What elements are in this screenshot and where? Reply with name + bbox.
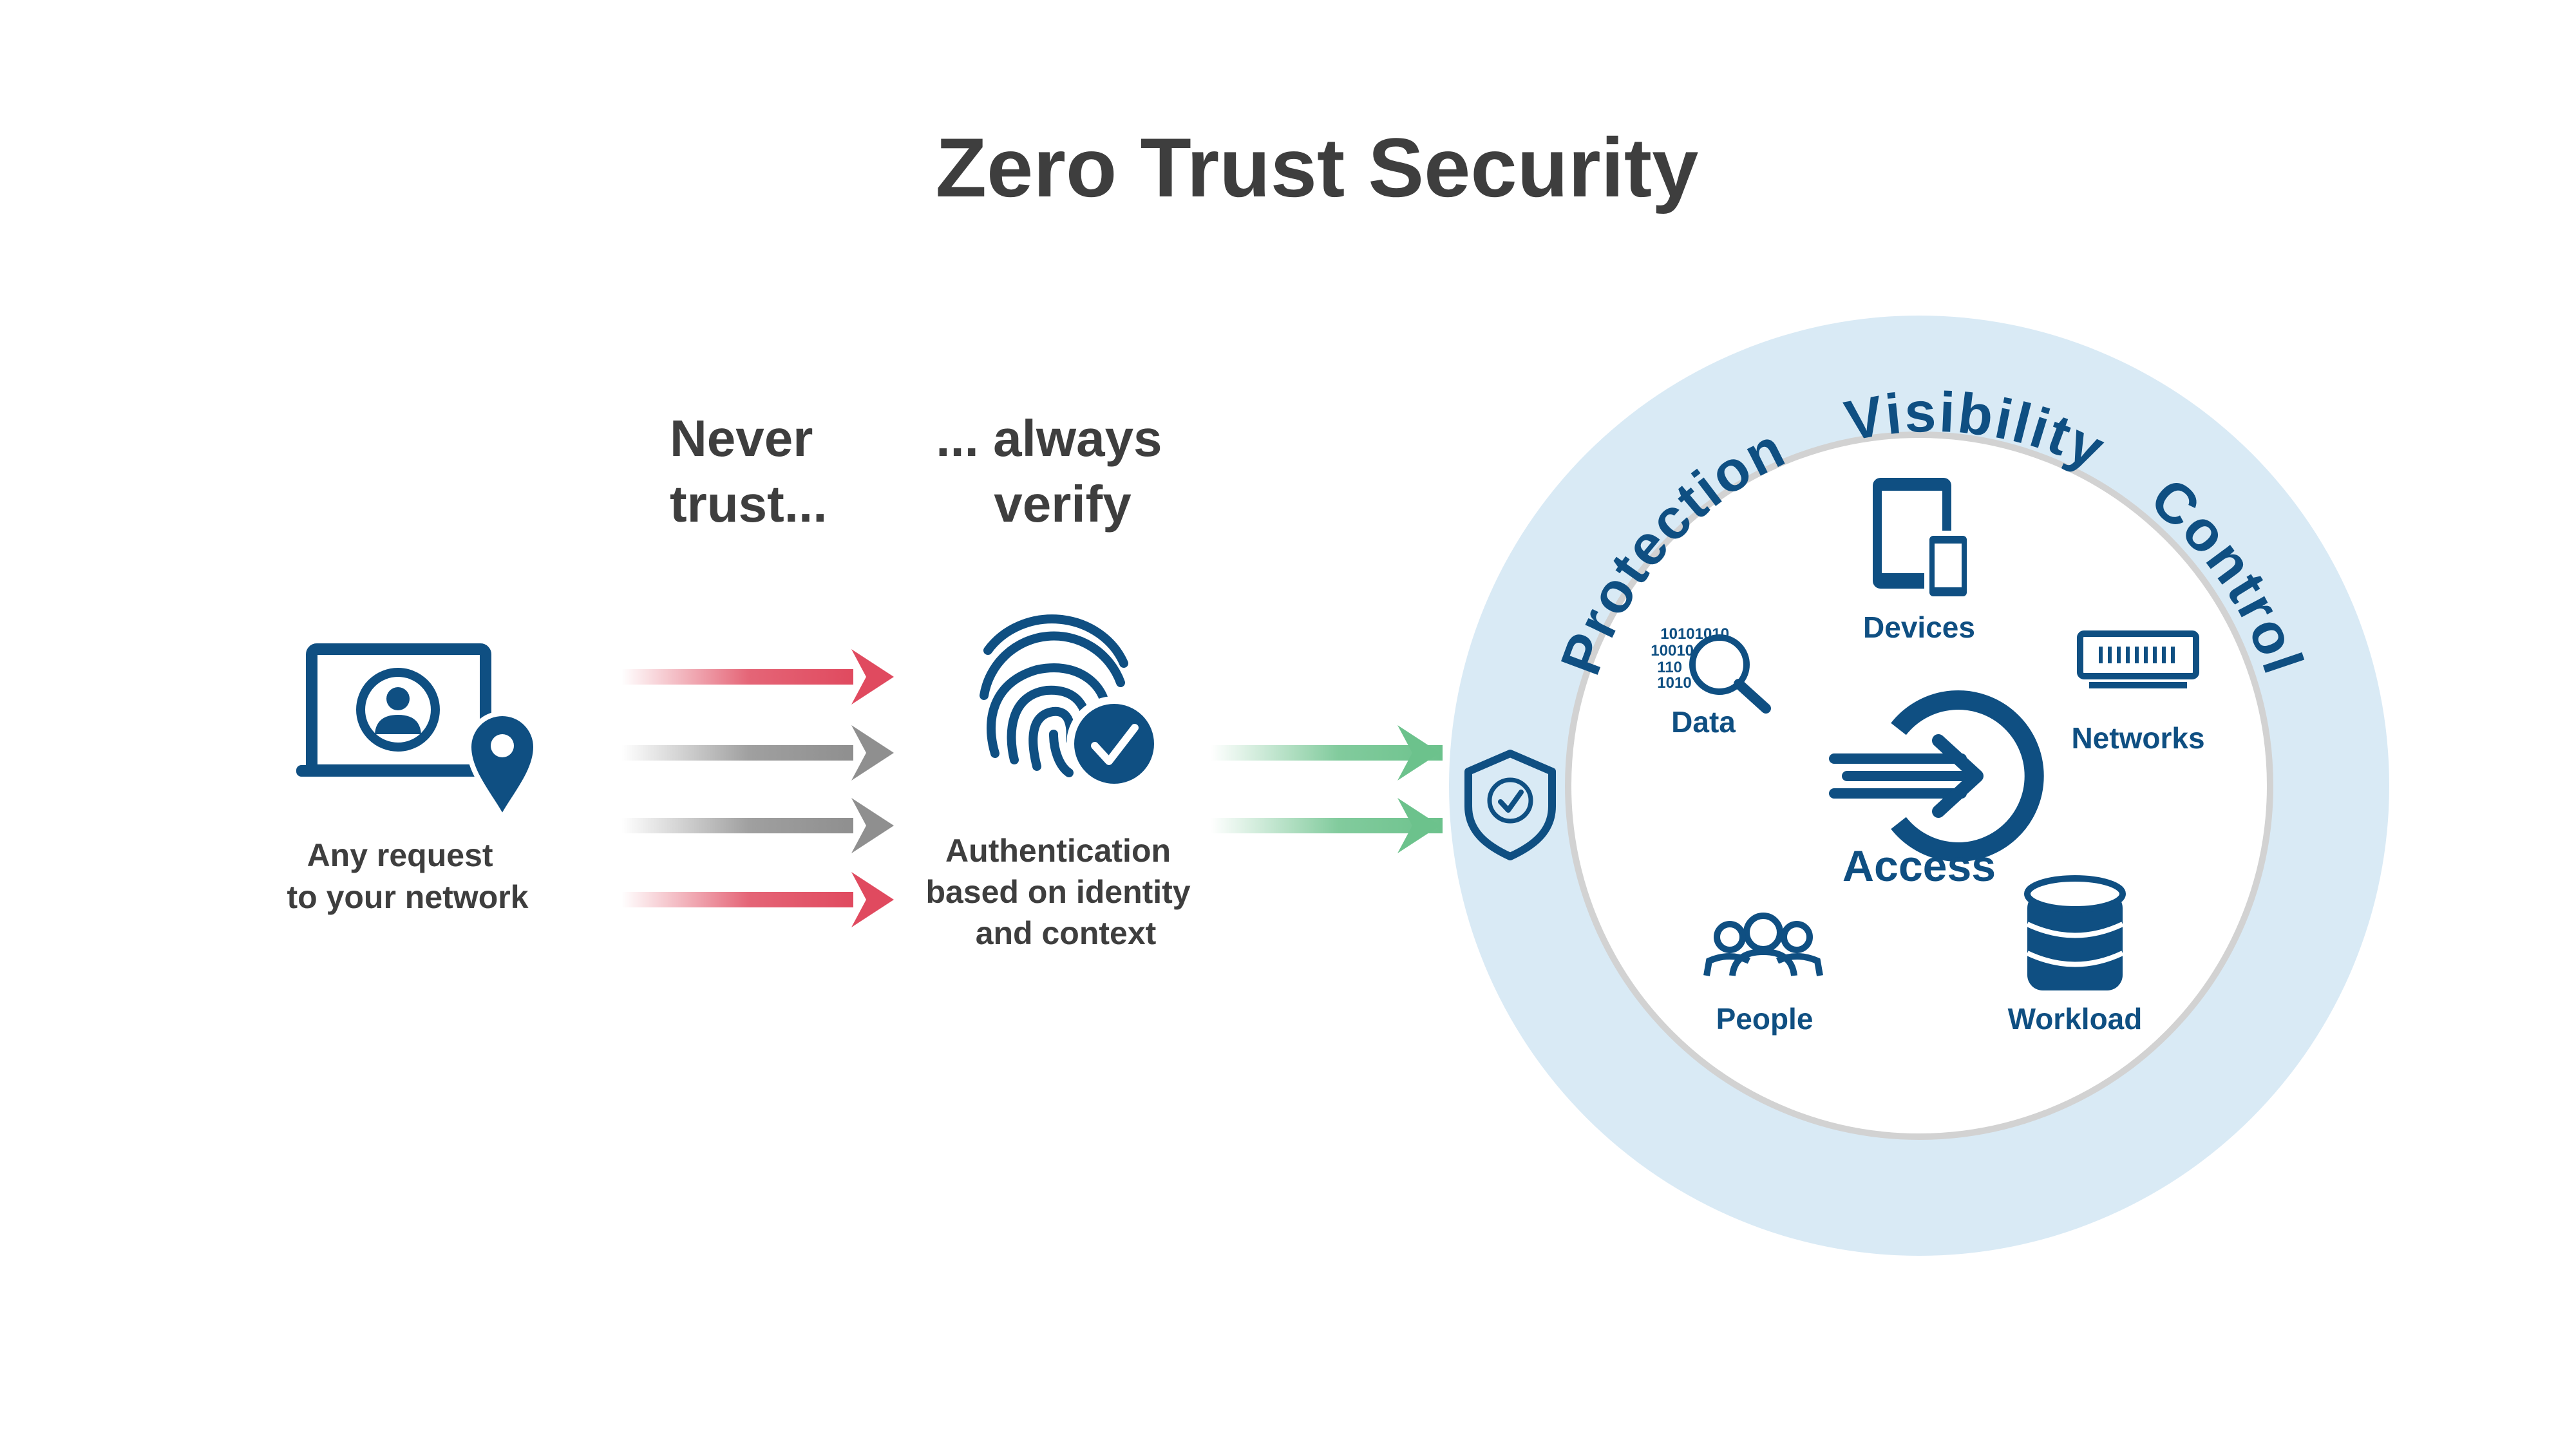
request-line-1: Any request (307, 837, 493, 873)
devices-label: Devices (1863, 611, 1975, 644)
networks-label: Networks (2071, 721, 2204, 755)
people-icon (1703, 913, 1823, 976)
never-line-2: trust... (670, 475, 827, 533)
access-label: Access (1842, 842, 1996, 891)
never-trust-text: Never trust... (670, 410, 828, 533)
always-verify-text: ... always verify (936, 410, 1177, 533)
networks-icon (2077, 630, 2199, 688)
auth-line-3: and context (976, 915, 1157, 951)
laptop-user-icon (296, 643, 501, 777)
data-label: Data (1671, 705, 1736, 739)
auth-caption: Authentication based on identity and con… (925, 833, 1199, 951)
request-line-2: to your network (287, 879, 528, 915)
always-line-1: ... always (936, 410, 1162, 467)
shield-icon (1464, 750, 1556, 860)
auth-line-2: based on identity (925, 874, 1190, 910)
page-title: Zero Trust Security (936, 120, 1699, 214)
workload-label: Workload (2008, 1002, 2143, 1036)
auth-line-1: Authentication (945, 833, 1171, 869)
verified-arrow-1 (1211, 725, 1443, 781)
never-line-1: Never (670, 410, 813, 467)
people-label: People (1716, 1002, 1814, 1036)
devices-icon (1873, 478, 1972, 601)
check-badge-icon (1066, 696, 1162, 791)
request-caption: Any request to your network (287, 837, 528, 915)
data-icon: 10101010 10010 110 1010 (1651, 625, 1771, 714)
data-glyph-4: 1010 (1657, 674, 1691, 692)
always-line-2: verify (994, 475, 1132, 533)
svg-text:10101010 10010 110: 10101010 10010 110 1010 (1651, 625, 1733, 692)
workload-icon (2024, 875, 2126, 990)
request-arrow-gray-2 (621, 798, 894, 853)
data-glyph-2: 10010 (1651, 642, 1694, 659)
access-icon (1829, 690, 2044, 862)
request-arrow-red-2 (621, 872, 894, 927)
request-arrow-red-1 (621, 649, 894, 705)
data-glyph-3: 110 (1657, 659, 1682, 676)
location-pin-icon (466, 711, 539, 824)
verified-arrow-2 (1211, 798, 1443, 853)
request-arrow-gray-1 (621, 725, 894, 781)
